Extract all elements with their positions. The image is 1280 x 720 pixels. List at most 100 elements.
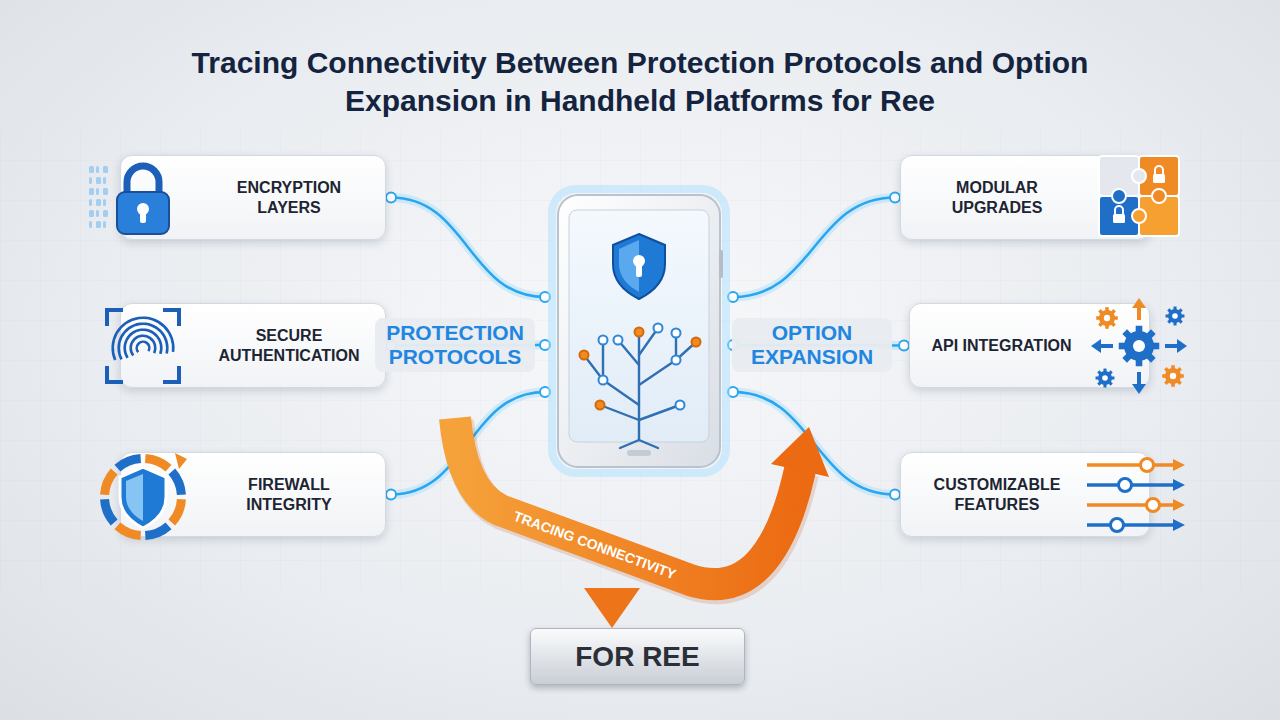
binary-bit <box>96 199 101 206</box>
slider-knob <box>1111 518 1124 531</box>
ring-segment <box>100 468 117 494</box>
scan-corner <box>163 366 179 382</box>
icon-group <box>107 310 179 382</box>
shield-shine <box>126 474 143 521</box>
icon-group <box>1099 156 1179 236</box>
lock-body <box>117 192 169 234</box>
lock-glyph <box>1155 166 1163 174</box>
binary-bit <box>89 210 94 217</box>
puzzle-knob <box>1132 209 1146 223</box>
arrow-head <box>1177 339 1187 353</box>
phone-button <box>719 250 723 278</box>
circuit-line <box>639 440 658 448</box>
circuit-line <box>620 440 639 448</box>
slider-arrow <box>1173 459 1185 471</box>
circuit-dot <box>672 329 681 338</box>
feature-box: FIREWALL INTEGRITY <box>120 452 386 537</box>
lock-glyph <box>1115 206 1123 214</box>
lock-shackle <box>127 166 159 194</box>
shield-icon <box>613 234 665 299</box>
slider-track <box>1087 463 1175 467</box>
scan-corner <box>163 310 179 326</box>
diagram-title: Tracing Connectivity Between Protection … <box>180 44 1100 119</box>
circuit-dot <box>596 401 605 410</box>
fingerprint-ridge <box>111 316 174 360</box>
fingerprint-ridge <box>129 334 156 356</box>
binary-bit <box>103 210 108 217</box>
binary-bit <box>96 210 99 217</box>
phone-screen <box>569 210 709 442</box>
gear-body <box>1168 309 1182 323</box>
box-label: API INTEGRATION <box>931 336 1071 356</box>
arrow-head <box>1132 384 1146 394</box>
circuit-line <box>600 405 639 420</box>
box-label: MODULAR UPGRADES <box>922 178 1072 218</box>
circuit-dot <box>635 328 644 337</box>
scan-corner <box>107 366 123 382</box>
gear-hole <box>1172 313 1178 319</box>
fingerprint-ridge <box>135 340 150 353</box>
circuit-line <box>603 380 639 405</box>
circuit-dot <box>599 376 608 385</box>
lock-glyph <box>1113 214 1125 223</box>
icon-group <box>100 453 187 540</box>
circuit-line <box>639 405 680 420</box>
circuit-dot <box>599 336 608 345</box>
feature-box: MODULAR UPGRADES <box>900 155 1150 240</box>
binary-bit <box>96 221 101 228</box>
binary-bit <box>96 188 99 195</box>
circuit-dot <box>654 324 663 333</box>
feature-box: ENCRYPTION LAYERS <box>120 155 386 240</box>
gear-hole <box>1102 375 1108 381</box>
wire-glow <box>733 198 895 298</box>
box-label: CUSTOMIZABLE FEATURES <box>922 475 1072 515</box>
orange-tick <box>175 453 187 469</box>
slider-arrow <box>1173 499 1185 511</box>
gear-body <box>1098 371 1112 385</box>
box-label: FOR REE <box>575 639 699 674</box>
finger-icon <box>95 298 191 394</box>
circuit-line <box>638 335 640 440</box>
box-label: FIREWALL INTEGRITY <box>214 475 364 515</box>
arrow-head <box>1091 339 1101 353</box>
feature-box: SECURE AUTHENTICATION <box>120 303 386 388</box>
icon-group <box>1091 298 1187 394</box>
slider-knob <box>1147 498 1160 511</box>
group-label: OPTION EXPANSION <box>732 318 892 372</box>
slider-track <box>1087 503 1175 507</box>
wire-terminal <box>386 193 396 203</box>
phone-glow <box>552 189 726 473</box>
tracing-arrow <box>455 418 829 628</box>
group-label: PROTECTION PROTOCOLS <box>375 318 535 372</box>
gear-hole <box>1133 340 1145 352</box>
gears-icon <box>1091 298 1187 394</box>
wire-terminal <box>386 490 396 500</box>
binary-bit <box>103 199 106 206</box>
fingerprint-ridge <box>117 322 168 360</box>
gear-body <box>1099 310 1115 326</box>
circuit-tree <box>580 324 701 449</box>
footer-badge: FOR REE <box>530 628 745 685</box>
shield <box>120 467 166 528</box>
keyhole <box>636 264 642 277</box>
slider-knob <box>1141 458 1154 471</box>
circuit-dot <box>672 356 681 365</box>
puzzle-knob <box>1112 189 1126 203</box>
circuit-dot <box>692 338 701 347</box>
binary-bit <box>89 166 94 173</box>
slider-arrow <box>1173 479 1185 491</box>
puzzle-knob <box>1132 169 1146 183</box>
keyhole <box>140 211 146 223</box>
binary-bit <box>96 166 99 173</box>
down-arrowhead <box>584 588 640 628</box>
binary-bit <box>103 177 106 184</box>
lock-glyph <box>1153 174 1165 183</box>
wire <box>733 198 895 298</box>
icon-group <box>89 166 169 234</box>
wire-terminal <box>890 193 900 203</box>
box-label: ENCRYPTION LAYERS <box>214 178 364 218</box>
home-button <box>627 450 651 456</box>
feature-box: CUSTOMIZABLE FEATURES <box>900 452 1150 537</box>
ring-segment <box>100 499 117 525</box>
